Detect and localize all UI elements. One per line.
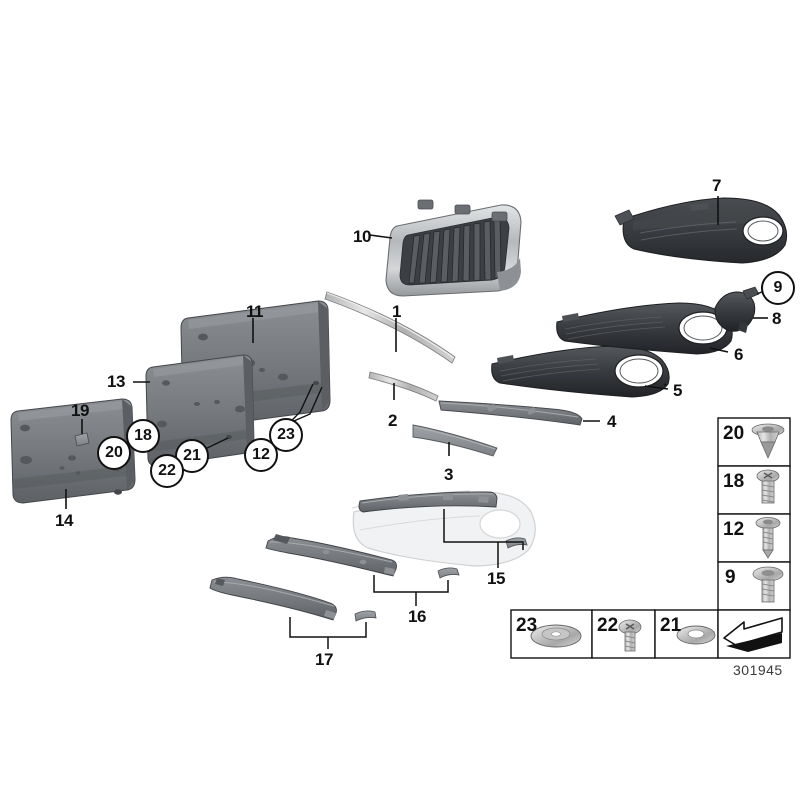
part-14-license-plate-holder bbox=[10, 398, 136, 509]
table-number-21: 21 bbox=[660, 615, 682, 636]
circled-callout-12: 12 bbox=[244, 438, 278, 472]
fastener-icon-self-tapping-screw bbox=[755, 517, 781, 559]
fastener-icon-flat-washer bbox=[676, 625, 716, 645]
table-number-23: 23 bbox=[516, 615, 538, 636]
table-number-22: 22 bbox=[597, 615, 619, 636]
drawing-number: 301945 bbox=[733, 662, 783, 678]
fastener-icon-pan-head-screw bbox=[756, 469, 780, 504]
callout-16: 16 bbox=[408, 607, 426, 626]
callout-8: 8 bbox=[772, 309, 781, 328]
callout-19: 19 bbox=[71, 401, 89, 420]
fastener-table bbox=[510, 417, 791, 659]
part-1-trim-strip-upper bbox=[324, 291, 456, 364]
circled-callout-21: 21 bbox=[175, 439, 209, 473]
part-6-fog-light-grille-upper bbox=[556, 302, 733, 355]
fastener-icon-large-washer bbox=[530, 624, 582, 648]
callout-11: 11 bbox=[246, 302, 263, 321]
circled-callout-22: 22 bbox=[150, 454, 184, 488]
circled-callout-18: 18 bbox=[126, 419, 160, 453]
callout-1: 1 bbox=[392, 302, 401, 321]
circled-callout-23: 23 bbox=[269, 418, 303, 452]
callout-13: 13 bbox=[107, 372, 125, 391]
part-17-bumper-trim-lower bbox=[209, 576, 377, 649]
part-10-kidney-grille bbox=[369, 199, 522, 297]
part-7-air-intake-cover bbox=[614, 196, 788, 264]
direction-arrow-icon bbox=[723, 617, 783, 652]
part-16-bumper-trim-left bbox=[265, 534, 460, 606]
part-4-bumper-molding bbox=[438, 400, 600, 426]
callout-4: 4 bbox=[607, 412, 616, 431]
callout-15: 15 bbox=[487, 569, 505, 588]
circled-callout-9: 9 bbox=[761, 271, 795, 305]
fastener-icon-push-rivet-clip bbox=[751, 423, 785, 459]
callout-6: 6 bbox=[734, 345, 743, 364]
table-number-20: 20 bbox=[723, 423, 745, 444]
part-3-trim-cover-small bbox=[412, 424, 498, 457]
part-5-fog-light-grille-lower bbox=[491, 345, 670, 398]
callout-14: 14 bbox=[55, 511, 73, 530]
callout-17: 17 bbox=[315, 650, 333, 669]
part-19-clip-small bbox=[74, 419, 90, 447]
callout-2: 2 bbox=[388, 411, 397, 430]
part-8-tow-hook-cover bbox=[714, 286, 768, 333]
table-number-12: 12 bbox=[723, 519, 745, 540]
table-number-18: 18 bbox=[723, 471, 745, 492]
callout-10: 10 bbox=[353, 227, 371, 246]
part-15-bumper-trim-strip bbox=[351, 490, 536, 568]
callout-3: 3 bbox=[444, 465, 453, 484]
fastener-icon-flange-head-screw bbox=[752, 566, 784, 603]
fastener-icon-round-head-screw bbox=[618, 619, 642, 652]
circled-callout-20: 20 bbox=[97, 436, 131, 470]
callout-7: 7 bbox=[712, 176, 721, 195]
part-2-trim-strip-short bbox=[368, 371, 439, 402]
callout-5: 5 bbox=[673, 381, 682, 400]
table-number-9: 9 bbox=[725, 567, 736, 588]
part-13-license-plate-carrier bbox=[133, 354, 255, 467]
